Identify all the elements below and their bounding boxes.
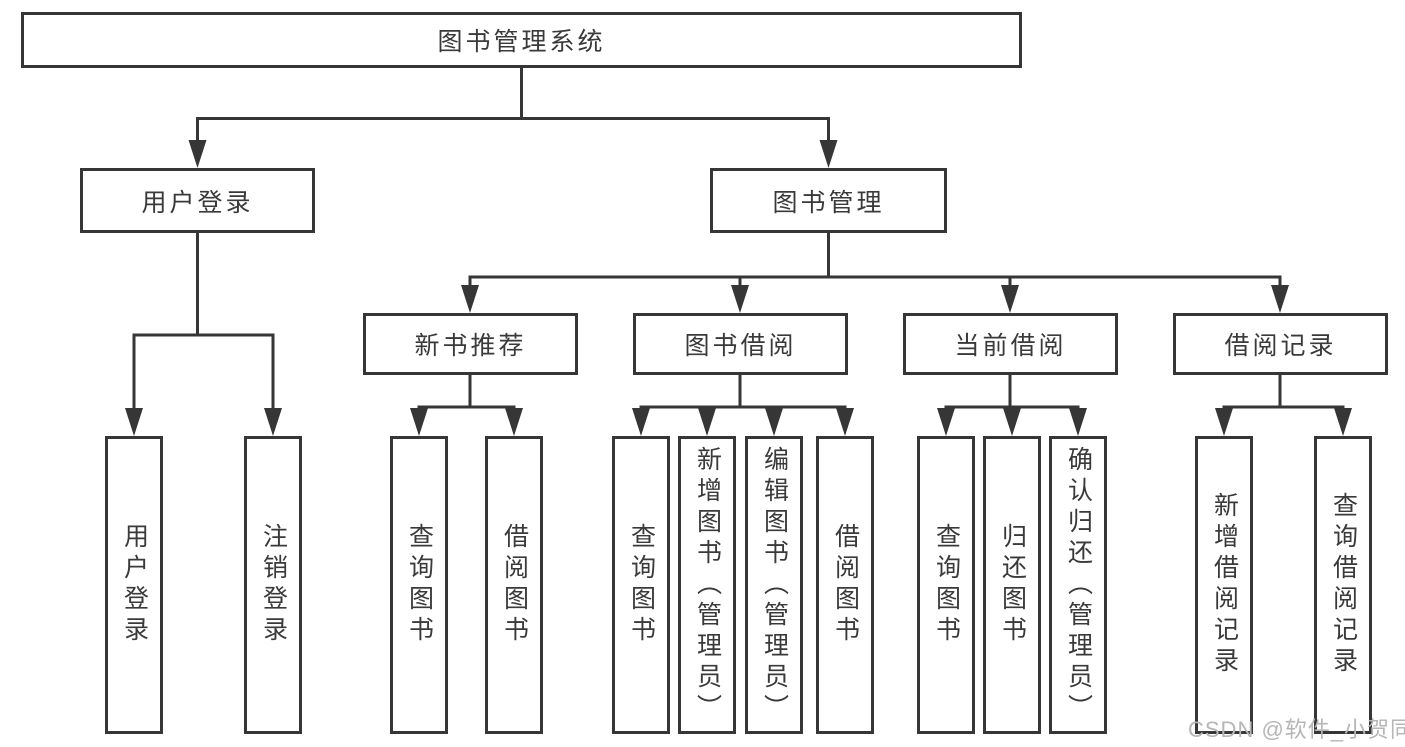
connector-current-borrowing-to-leaves <box>944 375 1080 410</box>
node-book-borrowing: 图书借阅 <box>633 313 848 375</box>
arrow-down-icon <box>505 408 523 436</box>
leaf-current-return-books: 归还图书 <box>983 436 1041 734</box>
node-book-management: 图书管理 <box>710 168 947 233</box>
node-current-borrowing: 当前借阅 <box>903 313 1118 375</box>
node-borrowing-records: 借阅记录 <box>1173 313 1388 375</box>
leaf-current-confirm-return-admin: 确认归还（管理员） <box>1049 436 1107 734</box>
connector-root-to-level2 <box>196 68 830 142</box>
node-new-book-recommend: 新书推荐 <box>363 313 578 375</box>
arrow-down-icon <box>836 408 854 436</box>
leaf-borrow-edit-books-admin: 编辑图书（管理员） <box>745 436 803 734</box>
arrow-down-icon <box>632 408 650 436</box>
arrow-down-icon <box>1001 285 1019 313</box>
connector-new-book-recommend-to-leaves <box>417 375 516 410</box>
arrow-down-icon <box>461 285 479 313</box>
node-user-login: 用户登录 <box>80 168 315 233</box>
arrow-down-icon <box>264 408 282 436</box>
leaf-newrec-borrow-books: 借阅图书 <box>485 436 543 734</box>
node-root: 图书管理系统 <box>21 12 1022 68</box>
connector-book-management-to-level3 <box>468 233 1282 287</box>
arrow-down-icon <box>937 408 955 436</box>
leaf-records-query-borrow-record: 查询借阅记录 <box>1314 436 1372 734</box>
arrow-down-icon <box>1215 408 1233 436</box>
arrow-down-icon <box>410 408 428 436</box>
arrowheads <box>125 140 1352 436</box>
leaf-borrow-borrow-books: 借阅图书 <box>816 436 874 734</box>
connector-book-borrowing-to-leaves <box>639 375 847 410</box>
leaf-user-login: 用户登录 <box>105 436 163 734</box>
arrow-down-icon <box>731 285 749 313</box>
csdn-watermark: CSDN @软件_小贺同学 <box>1188 717 1405 742</box>
connector-user-login-to-leaves <box>132 233 275 410</box>
connector-borrowing-records-to-leaves <box>1222 375 1345 410</box>
leaf-records-add-borrow-record: 新增借阅记录 <box>1195 436 1253 734</box>
leaf-borrow-add-books-admin: 新增图书（管理员） <box>678 436 736 734</box>
leaf-newrec-query-books: 查询图书 <box>390 436 448 734</box>
arrow-down-icon <box>765 408 783 436</box>
leaf-current-query-books: 查询图书 <box>917 436 975 734</box>
arrow-down-icon <box>1069 408 1087 436</box>
arrow-down-icon <box>125 408 143 436</box>
arrow-down-icon <box>1271 285 1289 313</box>
arrow-down-icon <box>698 408 716 436</box>
arrow-down-icon <box>1003 408 1021 436</box>
leaf-borrow-query-books: 查询图书 <box>612 436 670 734</box>
arrow-down-icon <box>1334 408 1352 436</box>
arrow-down-icon <box>188 140 207 168</box>
arrow-down-icon <box>819 140 838 168</box>
leaf-logout: 注销登录 <box>244 436 302 734</box>
